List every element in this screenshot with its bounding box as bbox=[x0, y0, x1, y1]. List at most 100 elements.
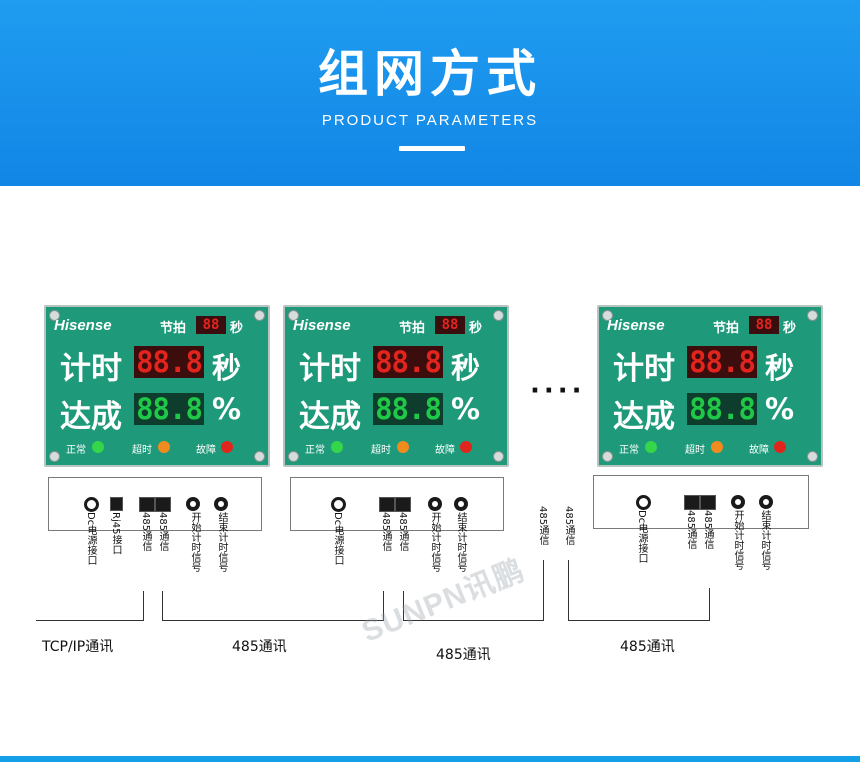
screw-icon bbox=[254, 451, 265, 462]
fault-led-icon bbox=[221, 441, 233, 453]
title-underline bbox=[399, 146, 465, 151]
485-port-icon bbox=[700, 495, 716, 510]
rate-display: 88.8 bbox=[687, 393, 757, 425]
rate-unit: % bbox=[451, 392, 481, 426]
485-wire bbox=[709, 588, 710, 621]
start-signal-label: 开始计时信号 bbox=[732, 510, 743, 570]
rj45-port-icon bbox=[110, 497, 123, 511]
display-board-2: Hisense 节拍 88 秒 计时 88.8 秒 达成 88.8 % 正常 超… bbox=[283, 305, 509, 467]
more-devices-ellipsis: ···· bbox=[530, 376, 586, 406]
interface-box-2 bbox=[290, 477, 504, 531]
485-port-label: 485通信 bbox=[702, 510, 713, 550]
interface-box-3 bbox=[593, 475, 809, 529]
rate-unit: % bbox=[765, 392, 795, 426]
beat-unit: 秒 bbox=[230, 321, 244, 336]
normal-led-icon bbox=[331, 441, 343, 453]
fault-led-icon bbox=[774, 441, 786, 453]
485-port-label: 485通信 bbox=[140, 512, 151, 552]
beat-unit: 秒 bbox=[783, 321, 797, 336]
normal-led-icon bbox=[645, 441, 657, 453]
485-port-label: 485通信 bbox=[397, 512, 408, 552]
rate-label: 达成 bbox=[60, 399, 122, 435]
start-signal-port-icon bbox=[428, 497, 442, 511]
screw-icon bbox=[493, 310, 504, 321]
header-banner: 组网方式 PRODUCT PARAMETERS bbox=[0, 0, 860, 186]
485-wire bbox=[403, 591, 404, 621]
tcp-wire bbox=[143, 591, 144, 621]
timeout-led-icon bbox=[158, 441, 170, 453]
485-wire bbox=[543, 560, 544, 621]
beat-display: 88 bbox=[435, 316, 465, 334]
page-subtitle: PRODUCT PARAMETERS bbox=[321, 112, 539, 129]
start-signal-port-icon bbox=[731, 495, 745, 509]
end-signal-label: 结束计时信号 bbox=[759, 510, 770, 570]
rate-unit: % bbox=[212, 392, 242, 426]
status-fault-label: 故障 bbox=[749, 445, 769, 456]
485-port-label: 485通信 bbox=[685, 510, 696, 550]
beat-label: 节拍 bbox=[160, 321, 187, 336]
beat-label: 节拍 bbox=[713, 321, 740, 336]
485-comm-label: 485通讯 bbox=[232, 639, 287, 655]
485-port-icon bbox=[379, 497, 395, 512]
display-board-1: Hisense 节拍 88 秒 计时 88.8 秒 达成 88.8 % 正常 超… bbox=[44, 305, 270, 467]
dc-port-icon bbox=[331, 497, 346, 512]
485-port-label: 485通信 bbox=[157, 512, 168, 552]
tcp-ip-label: TCP/IP通讯 bbox=[42, 639, 114, 655]
end-signal-port-icon bbox=[759, 495, 773, 509]
status-normal-label: 正常 bbox=[305, 445, 325, 456]
status-timeout-label: 超时 bbox=[371, 445, 391, 456]
485-port-icon bbox=[155, 497, 171, 512]
beat-display: 88 bbox=[749, 316, 779, 334]
status-normal-label: 正常 bbox=[619, 445, 639, 456]
rate-display: 88.8 bbox=[134, 393, 204, 425]
timer-display: 88.8 bbox=[687, 346, 757, 378]
485-wire bbox=[568, 620, 710, 621]
485-wire bbox=[403, 620, 544, 621]
screw-icon bbox=[807, 451, 818, 462]
dc-port-label: Dc电源接口 bbox=[332, 512, 343, 566]
beat-display: 88 bbox=[196, 316, 226, 334]
timer-display: 88.8 bbox=[373, 346, 443, 378]
dc-port-label: Dc电源接口 bbox=[85, 512, 96, 566]
end-signal-label: 结束计时信号 bbox=[216, 512, 227, 572]
screw-icon bbox=[254, 310, 265, 321]
screw-icon bbox=[49, 310, 60, 321]
dc-port-icon bbox=[636, 495, 651, 510]
rate-display: 88.8 bbox=[373, 393, 443, 425]
485-port-icon bbox=[395, 497, 411, 512]
485-wire bbox=[162, 591, 163, 621]
485-comm-label: 485通讯 bbox=[620, 639, 675, 655]
rate-label: 达成 bbox=[299, 399, 361, 435]
page-title: 组网方式 bbox=[318, 45, 542, 103]
timer-unit: 秒 bbox=[451, 351, 481, 385]
timer-label: 计时 bbox=[299, 351, 361, 387]
dc-port-label: Dc电源接口 bbox=[636, 510, 647, 564]
status-fault-label: 故障 bbox=[435, 445, 455, 456]
screw-icon bbox=[807, 310, 818, 321]
brand-logo: Hisense bbox=[293, 317, 351, 334]
end-signal-port-icon bbox=[454, 497, 468, 511]
start-signal-label: 开始计时信号 bbox=[189, 512, 200, 572]
485-comm-label: 485通讯 bbox=[436, 647, 491, 663]
timer-unit: 秒 bbox=[765, 351, 795, 385]
screw-icon bbox=[602, 451, 613, 462]
normal-led-icon bbox=[92, 441, 104, 453]
screw-icon bbox=[288, 310, 299, 321]
end-signal-port-icon bbox=[214, 497, 228, 511]
timer-label: 计时 bbox=[613, 351, 675, 387]
timer-display: 88.8 bbox=[134, 346, 204, 378]
dc-port-icon bbox=[84, 497, 99, 512]
display-board-3: Hisense 节拍 88 秒 计时 88.8 秒 达成 88.8 % 正常 超… bbox=[597, 305, 823, 467]
485-port-icon bbox=[684, 495, 700, 510]
start-signal-label: 开始计时信号 bbox=[429, 512, 440, 572]
tcp-wire bbox=[36, 620, 144, 621]
interface-box-1 bbox=[48, 477, 262, 531]
screw-icon bbox=[49, 451, 60, 462]
screw-icon bbox=[288, 451, 299, 462]
watermark-logo: SUNPN讯鹏 bbox=[357, 553, 530, 649]
status-fault-label: 故障 bbox=[196, 445, 216, 456]
timer-unit: 秒 bbox=[212, 351, 242, 385]
brand-logo: Hisense bbox=[54, 317, 112, 334]
rate-label: 达成 bbox=[613, 399, 675, 435]
timeout-led-icon bbox=[711, 441, 723, 453]
